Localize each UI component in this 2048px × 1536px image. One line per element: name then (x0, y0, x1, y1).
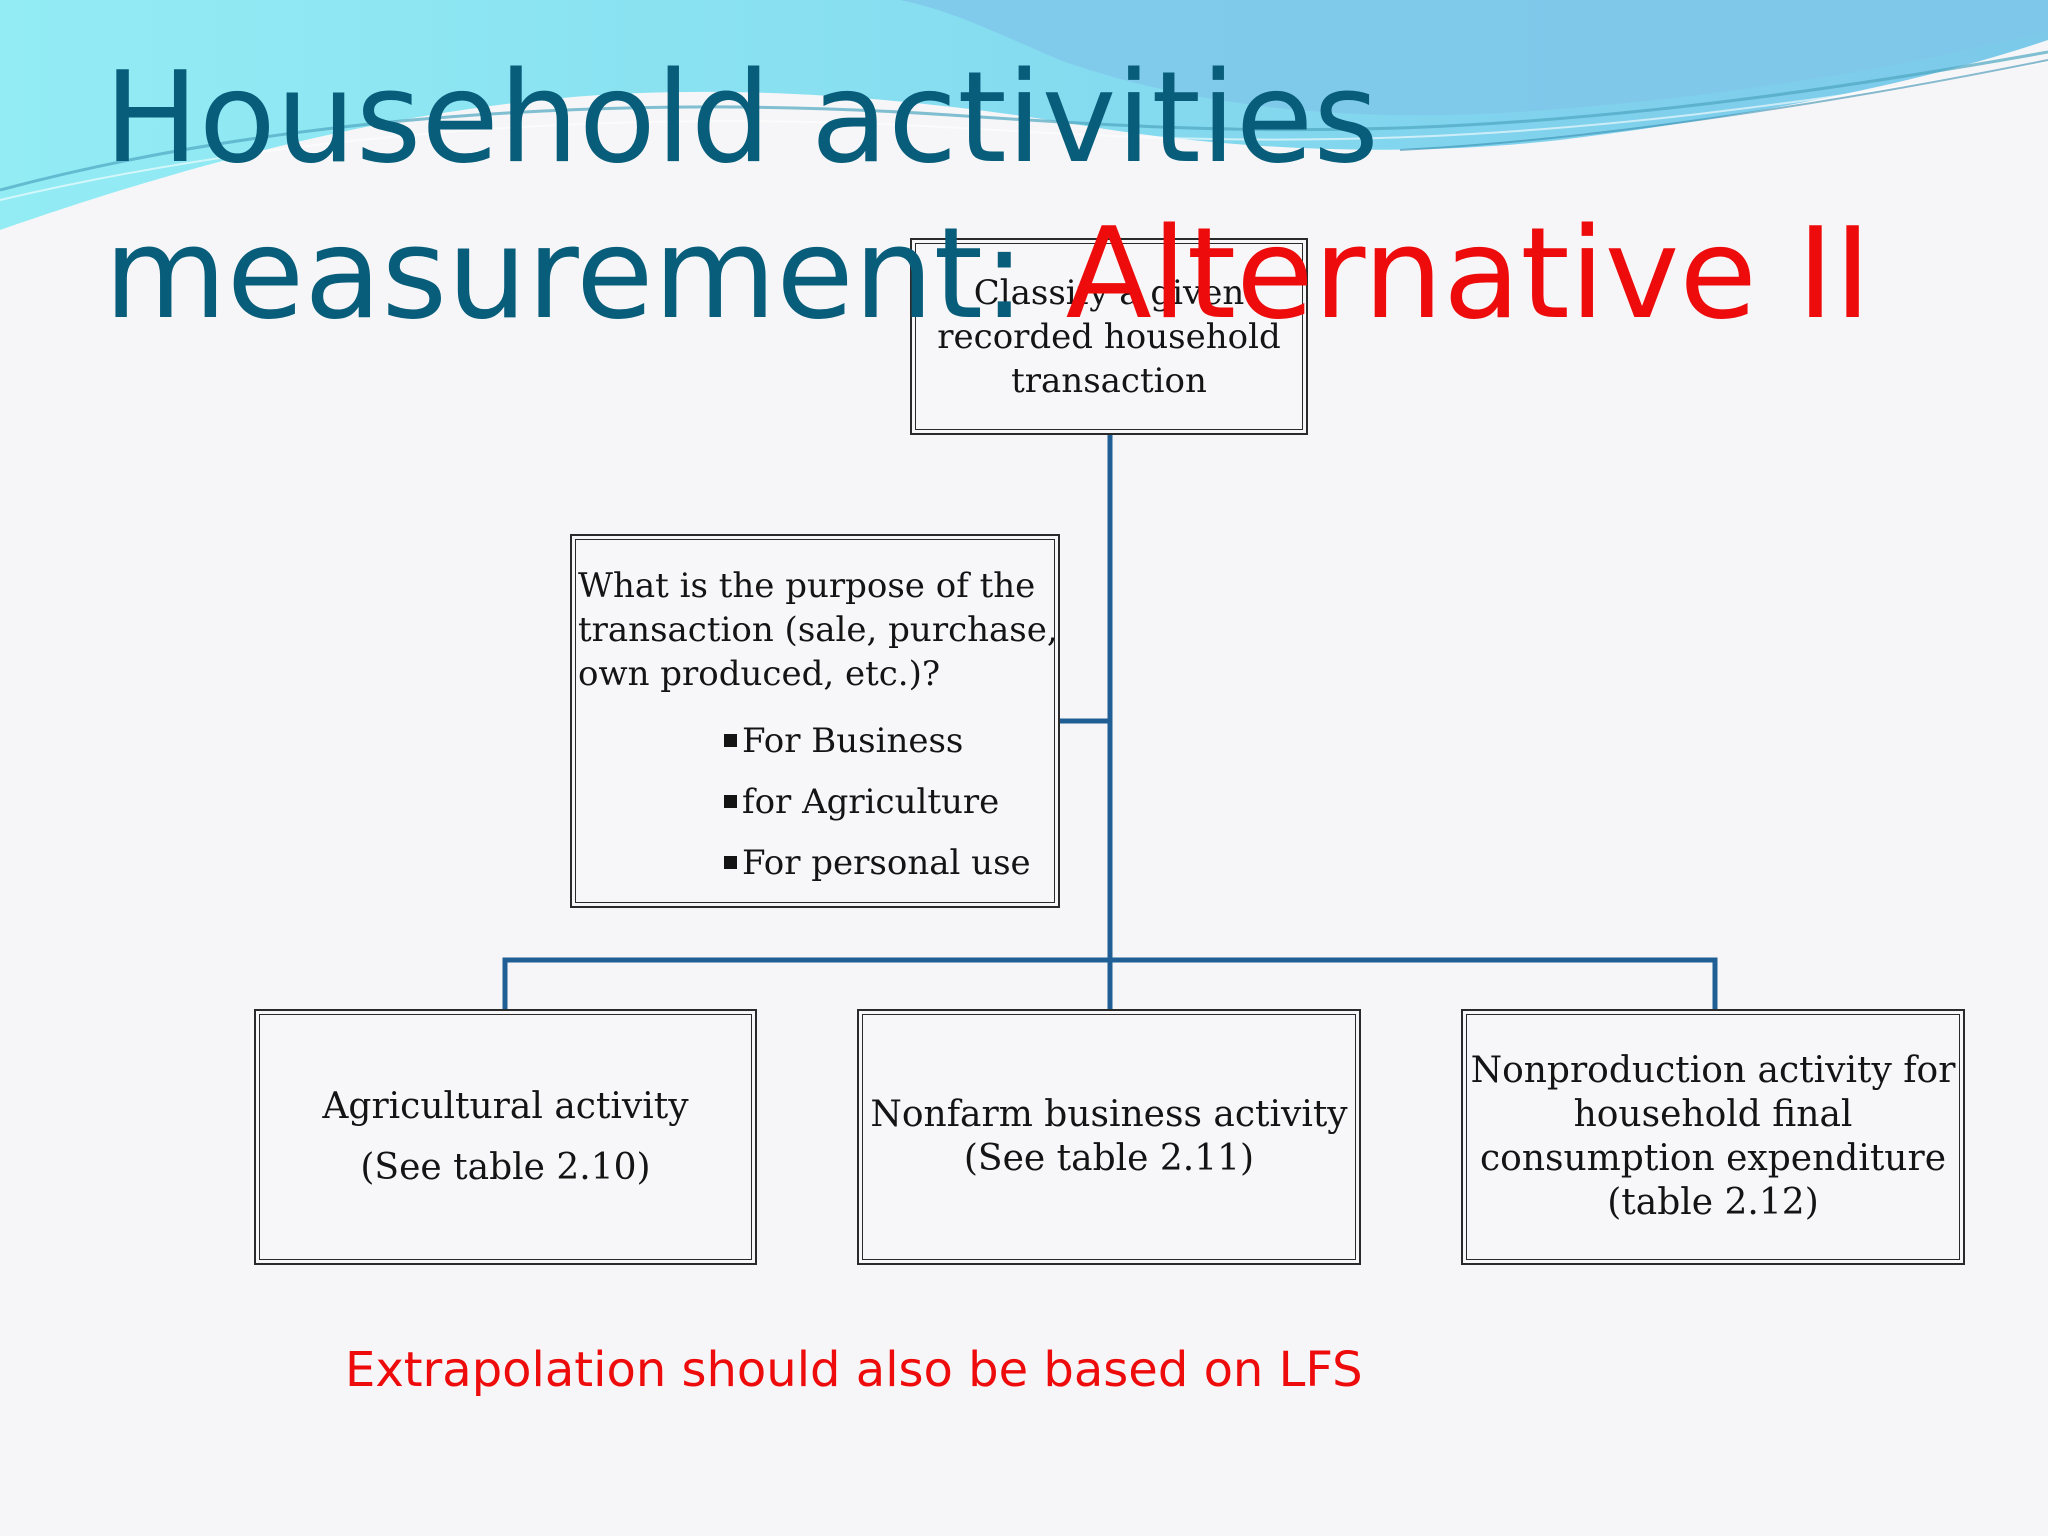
category-line: (table 2.12) (1607, 1182, 1819, 1223)
purpose-question-line: own produced, etc.)? (578, 654, 941, 694)
root-node-line: Classify a given (973, 272, 1245, 313)
square-bullet-icon (724, 795, 737, 808)
square-bullet-icon (724, 856, 737, 869)
category-line: (See table 2.10) (360, 1147, 651, 1188)
purpose-options-list: For Business for Agriculture For persona… (578, 710, 1058, 893)
header-wave-decoration (0, 0, 2048, 230)
root-node-line: recorded household (937, 316, 1281, 357)
nonfarm-business-box: Nonfarm business activity (See table 2.1… (857, 1009, 1361, 1265)
nonproduction-activity-box: Nonproduction activity for household fin… (1461, 1009, 1965, 1265)
title-accent-text: Alternative II (1065, 200, 1872, 347)
title-main-text: measurement: (104, 200, 1066, 347)
slide-title-line-1: Household activities (104, 44, 1379, 191)
purpose-question-line: What is the purpose of the (578, 566, 1036, 606)
purpose-question-line: transaction (sale, purchase, (578, 610, 1058, 650)
purpose-option: for Agriculture (724, 771, 1058, 832)
purpose-option: For personal use (724, 832, 1058, 893)
purpose-question-box: What is the purpose of the transaction (… (570, 534, 1060, 908)
purpose-option-label: for Agriculture (742, 781, 1000, 822)
agricultural-activity-box: Agricultural activity (See table 2.10) (254, 1009, 757, 1265)
root-node-box: Classify a given recorded household tran… (910, 238, 1308, 435)
category-line: consumption expenditure (1479, 1138, 1946, 1179)
purpose-option-label: For personal use (742, 842, 1031, 883)
category-line: (See table 2.11) (963, 1138, 1255, 1179)
category-line: household final (1573, 1094, 1853, 1135)
square-bullet-icon (724, 734, 737, 747)
purpose-option-label: For Business (742, 720, 964, 761)
root-node-line: transaction (1011, 360, 1207, 401)
category-line: Nonfarm business activity (870, 1094, 1348, 1135)
purpose-option: For Business (724, 710, 1058, 771)
slide-title-line-2: measurement: Alternative II (104, 211, 1871, 337)
category-line: Agricultural activity (322, 1086, 689, 1127)
category-line: Nonproduction activity for (1470, 1050, 1956, 1091)
extrapolation-note: Extrapolation should also be based on LF… (345, 1342, 1363, 1398)
